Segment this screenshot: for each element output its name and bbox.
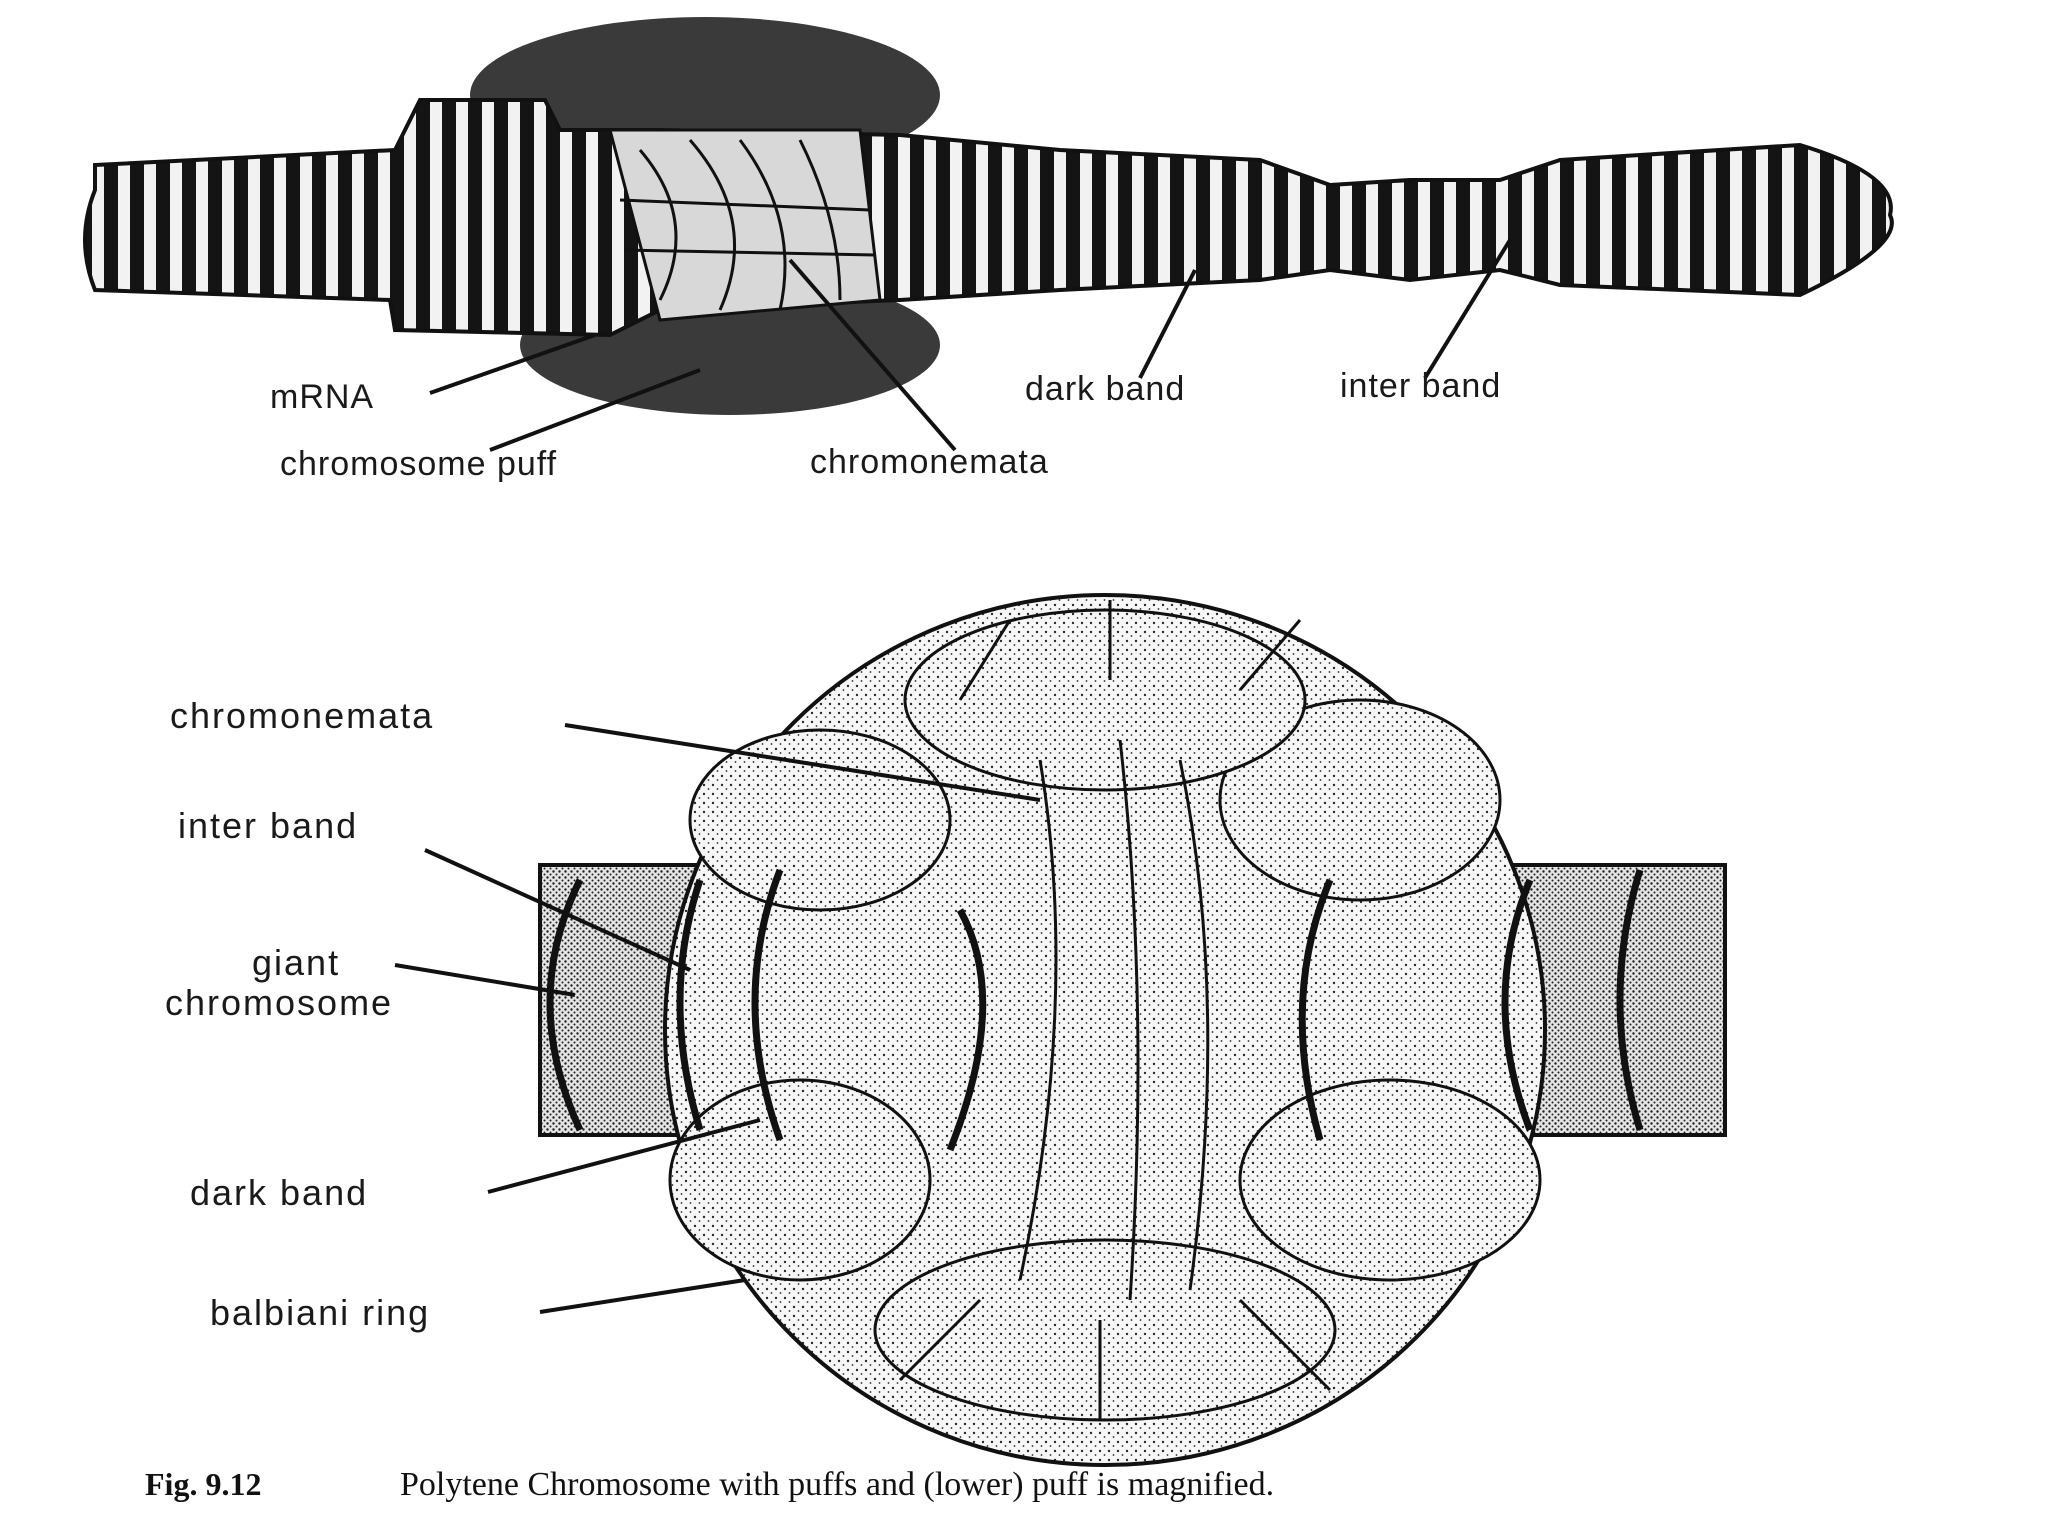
- top-chromosome-body: [85, 100, 1892, 335]
- leader-bottom-balbiani-ring: [540, 1280, 745, 1312]
- bottom-label-inter-band: inter band: [178, 805, 358, 846]
- top-label-mrna: mRNA: [270, 378, 374, 416]
- figure-caption: Fig. 9.12 Polytene Chromosome with puffs…: [145, 1466, 1274, 1503]
- bottom-label-giant: giant: [252, 942, 340, 983]
- caption-figure-number: Fig. 9.12: [145, 1466, 261, 1502]
- bottom-puff-drawing: chromonemata inter band giant chromosome…: [165, 595, 1725, 1465]
- bottom-label-chromosome: chromosome: [165, 982, 393, 1023]
- bottom-label-dark-band: dark band: [190, 1172, 368, 1213]
- caption-text: Polytene Chromosome with puffs and (lowe…: [400, 1466, 1274, 1503]
- top-label-chromonemata: chromonemata: [810, 443, 1049, 481]
- top-label-inter-band: inter band: [1340, 367, 1501, 405]
- bottom-label-balbiani-ring: balbiani ring: [210, 1292, 430, 1333]
- top-label-dark-band: dark band: [1025, 370, 1185, 408]
- top-chromosome-drawing: mRNA chromosome puff chromonemata dark b…: [85, 17, 1892, 483]
- top-label-chromosome-puff: chromosome puff: [280, 445, 557, 483]
- bottom-label-chromonemata: chromonemata: [170, 695, 434, 736]
